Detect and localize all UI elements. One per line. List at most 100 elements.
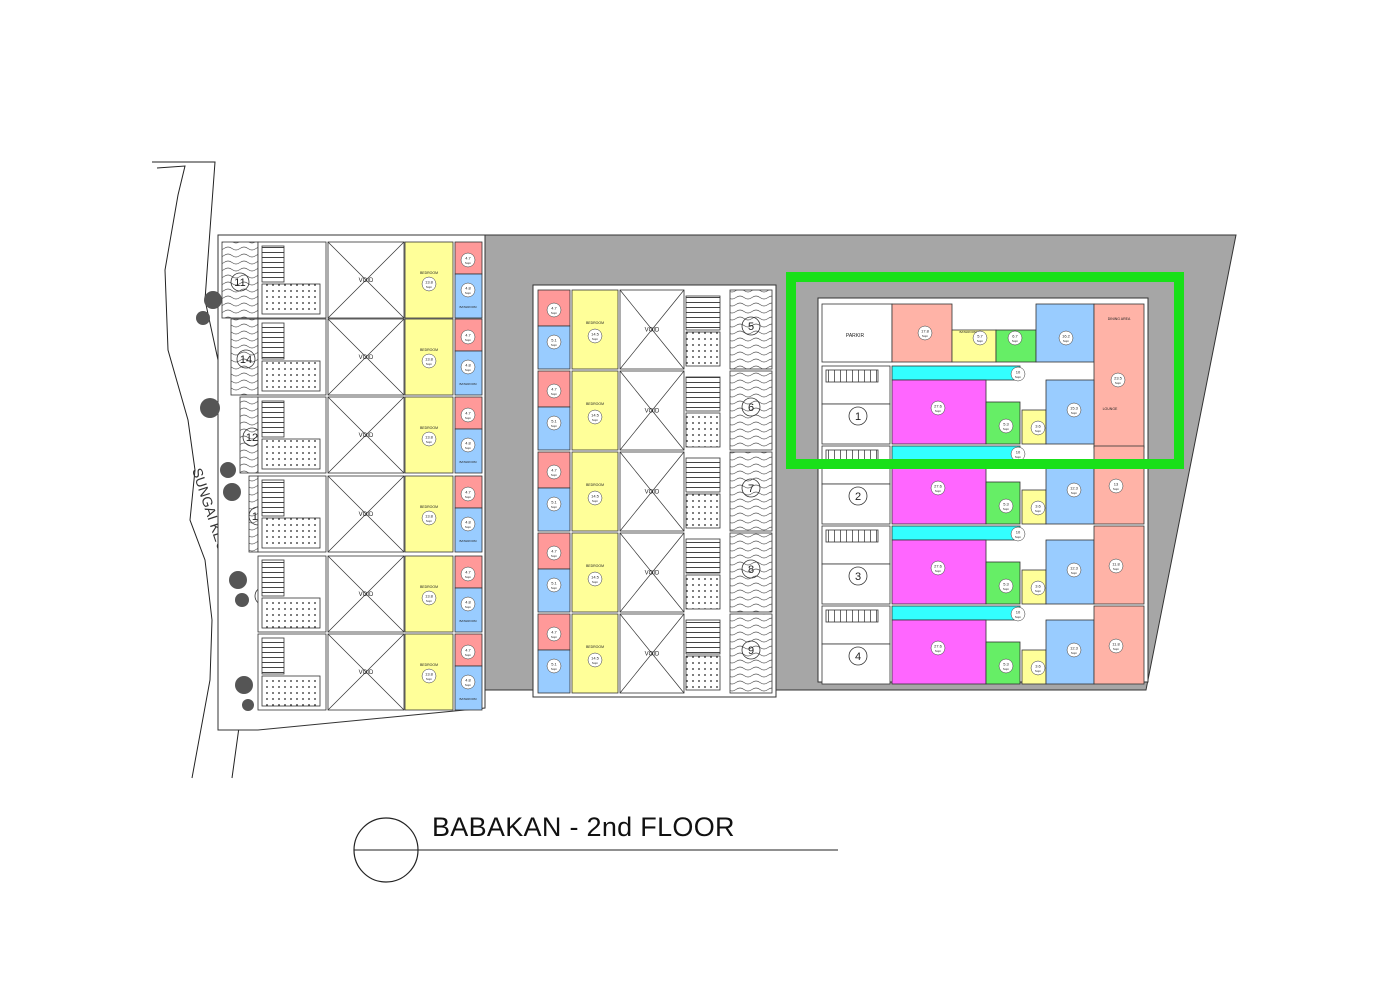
room-label: 4.7: [465, 648, 471, 653]
room-label: 4.7: [551, 468, 557, 473]
stair-slats: [261, 559, 285, 597]
unit-number: 14: [240, 354, 252, 366]
deck-dots: [261, 438, 321, 470]
unit-number: 2: [855, 491, 861, 503]
unit-number-circle: [741, 478, 761, 498]
room-label: 5.1: [551, 500, 557, 505]
room-label: Sqm: [551, 392, 558, 396]
room-label: 10: [1016, 370, 1021, 375]
room-label: Sqm: [1003, 427, 1010, 431]
area-badge: [421, 510, 437, 526]
void-label: VOID: [645, 652, 660, 658]
room-label: 5.7: [977, 334, 983, 339]
room-label: Sqm: [1071, 491, 1078, 495]
void-label: VOID: [359, 670, 374, 676]
unit-number-circle: [848, 406, 868, 426]
room-label: 4.8: [465, 600, 471, 605]
room-label: 4.7: [551, 387, 557, 392]
unit-number: 6: [748, 402, 754, 414]
room-label: Sqm: [1071, 571, 1078, 575]
room-label: 14.5: [591, 413, 600, 418]
corridor: [891, 525, 1021, 541]
garden-area: [729, 532, 773, 613]
room-label: Sqm: [551, 586, 558, 590]
unit-number-circle: [741, 316, 761, 336]
deck-dots: [685, 412, 721, 448]
area-badge: [1066, 402, 1082, 418]
room-label: 13.8: [425, 594, 434, 599]
room-label: Sqm: [465, 338, 472, 342]
garden-area: [729, 370, 773, 451]
area-badge: [1030, 660, 1046, 676]
void-label: VOID: [645, 409, 660, 415]
parking: [821, 303, 893, 363]
garden-area: [729, 613, 773, 694]
unit-number: 5: [748, 321, 754, 333]
room-label: 4.7: [551, 630, 557, 635]
stair-slats: [685, 619, 721, 655]
room-label: 4.7: [465, 256, 471, 261]
room-label: 3.6: [1035, 664, 1041, 669]
area-badge: [1007, 330, 1023, 346]
room-label: 4.7: [465, 333, 471, 338]
room-label: BEDROOM: [420, 585, 438, 589]
room-label: 12.3: [1070, 486, 1079, 491]
room-label: Sqm: [465, 653, 472, 657]
room-label: 4.7: [465, 411, 471, 416]
area-badge: [930, 560, 946, 576]
area-badge: [587, 328, 603, 344]
area-badge: [1066, 482, 1082, 498]
area-badge: [421, 353, 437, 369]
area-badge: [460, 674, 476, 690]
room-label: Sqm: [1015, 615, 1022, 619]
room-label: Sqm: [551, 554, 558, 558]
unit-number: 7: [748, 483, 754, 495]
room-label: Sqm: [592, 661, 599, 665]
room-label: 14.5: [591, 332, 600, 337]
room-label: Sqm: [426, 599, 433, 603]
bathroom: [537, 406, 571, 451]
area-badge: [587, 490, 603, 506]
area-badge: [587, 409, 603, 425]
unit-number-circle: [741, 397, 761, 417]
room-label: 27.6: [934, 564, 943, 569]
room-label: Sqm: [426, 440, 433, 444]
room-label: 5.3: [1003, 502, 1009, 507]
room-label: BATHROOM: [459, 305, 477, 309]
room-label: BEDROOM: [420, 271, 438, 275]
room-label: Sqm: [465, 683, 472, 687]
unit-number: 8: [748, 564, 754, 576]
unit-number-circle: [848, 486, 868, 506]
room-label: 5.1: [551, 581, 557, 586]
room-label: BATHROOM: [459, 382, 477, 386]
area-badge: [460, 596, 476, 612]
room-label: 10: [1016, 530, 1021, 535]
room-label: 10: [1016, 450, 1021, 455]
area-badge: [1108, 478, 1124, 494]
area-badge: [1058, 330, 1074, 346]
area-badge: [546, 464, 562, 480]
deck-dots: [261, 675, 321, 707]
area-badge: [972, 330, 988, 346]
unit-number-circle: [741, 559, 761, 579]
deck-dots: [261, 360, 321, 392]
room-label: Sqm: [426, 677, 433, 681]
room-label: 14.5: [591, 656, 600, 661]
unit-number-circle: [236, 349, 256, 369]
room-label: 14.5: [591, 494, 600, 499]
deck-dots: [261, 517, 321, 549]
area-badge: [930, 640, 946, 656]
room-label: BEDROOM: [586, 645, 604, 649]
room-label: Sqm: [1113, 647, 1120, 651]
room-label: Sqm: [1115, 381, 1122, 385]
room-label: Sqm: [465, 416, 472, 420]
room-label: 4.7: [551, 549, 557, 554]
deck-dots: [685, 655, 721, 691]
room-label: 4.8: [465, 363, 471, 368]
